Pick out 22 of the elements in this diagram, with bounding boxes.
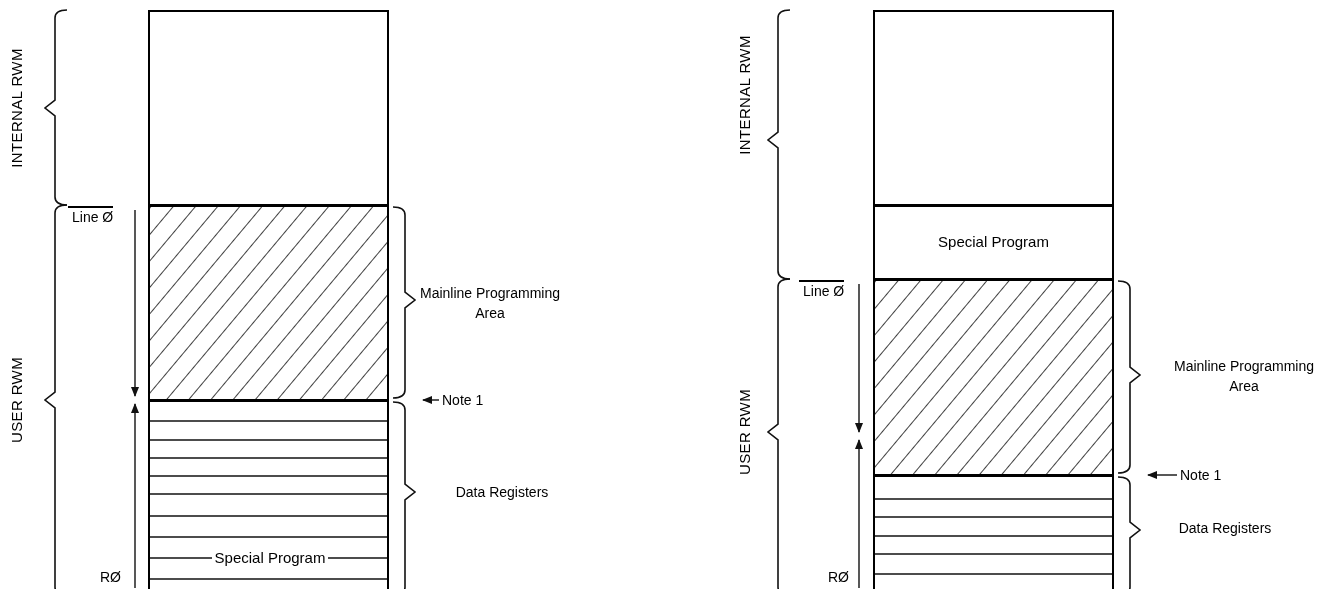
register-stack <box>873 475 1114 589</box>
memory-region-label: USER RWM <box>6 356 26 444</box>
area-label: Data Registers <box>1177 519 1273 538</box>
address-label: Line Ø <box>799 280 845 300</box>
note-label: Note 1 <box>1180 466 1222 484</box>
memory-region-label: INTERNAL RWM <box>734 35 754 155</box>
hatched-area <box>873 279 1114 476</box>
region-label: Special Program <box>938 232 1049 253</box>
memory-region-label: INTERNAL RWM <box>6 48 26 168</box>
area-label: Mainline Programming Area <box>418 284 562 323</box>
memory-block <box>873 205 1114 280</box>
register-stack <box>148 400 389 589</box>
area-label: Mainline Programming Area <box>1172 357 1316 396</box>
address-label: Line Ø <box>68 206 114 226</box>
area-label: Data Registers <box>454 483 550 502</box>
memory-block <box>148 10 389 206</box>
address-label: RØ <box>828 568 849 586</box>
memory-block <box>873 10 1114 206</box>
note-label: Note 1 <box>442 391 484 409</box>
hatched-area <box>148 205 389 401</box>
memory-region-label: USER RWM <box>734 388 754 476</box>
address-label: RØ <box>100 568 121 586</box>
